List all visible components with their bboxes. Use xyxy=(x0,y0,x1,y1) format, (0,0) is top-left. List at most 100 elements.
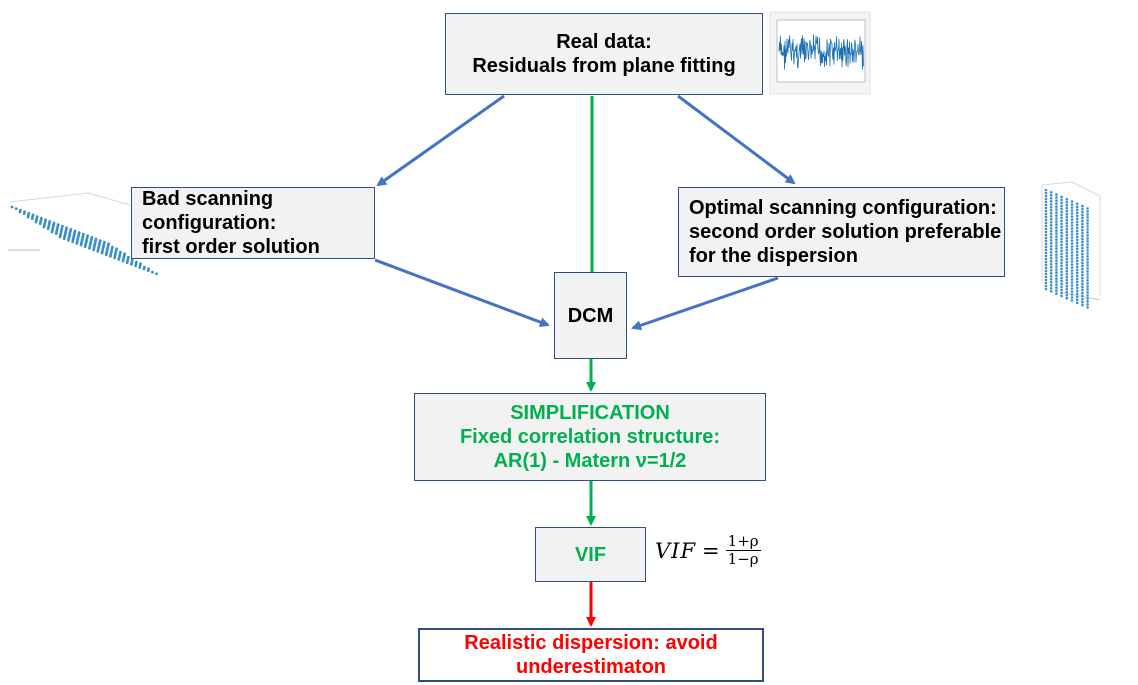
point-cloud-dot xyxy=(1081,228,1084,232)
point-cloud-dot xyxy=(1086,216,1089,219)
point-cloud-dot xyxy=(1044,248,1048,252)
point-cloud-dot xyxy=(1044,224,1048,228)
point-cloud-dot xyxy=(1070,200,1074,203)
point-cloud-dot xyxy=(1065,218,1069,222)
point-cloud-dot xyxy=(1065,296,1069,300)
simplification-box: SIMPLIFICATION Fixed correlation structu… xyxy=(414,393,766,481)
point-cloud-dot xyxy=(1049,212,1053,215)
point-cloud-dot xyxy=(1044,254,1048,258)
point-cloud-dot xyxy=(22,212,26,216)
vif-box: VIF xyxy=(535,527,646,582)
point-cloud-dot xyxy=(1070,284,1074,287)
point-cloud-dot xyxy=(62,237,66,241)
point-cloud-dot xyxy=(1055,289,1058,292)
point-cloud-dot xyxy=(1049,248,1053,251)
point-cloud-dot xyxy=(1086,297,1089,300)
point-cloud-dot xyxy=(1049,281,1053,284)
point-cloud-dot xyxy=(1060,246,1063,250)
point-cloud-dot xyxy=(1044,257,1048,261)
point-cloud-dot xyxy=(151,270,154,274)
point-cloud-dot xyxy=(42,225,46,229)
point-cloud-dot xyxy=(1055,208,1058,211)
point-cloud-dot xyxy=(1086,270,1089,273)
point-cloud-dot xyxy=(38,222,42,226)
point-cloud-dot xyxy=(1086,207,1089,210)
point-cloud-dot xyxy=(1070,251,1074,254)
optimal-config-line3: for the dispersion xyxy=(689,245,858,267)
point-cloud-dot xyxy=(1086,243,1089,246)
point-cloud-dot xyxy=(1065,251,1069,255)
point-cloud-dot xyxy=(1060,228,1063,232)
point-cloud-dot xyxy=(1086,219,1089,222)
point-cloud-dot xyxy=(34,220,38,224)
formula-denominator: 1−ρ xyxy=(727,550,759,568)
point-cloud-dot xyxy=(1060,252,1063,256)
point-cloud-dot xyxy=(1055,232,1058,235)
point-cloud-dot xyxy=(1044,236,1048,240)
point-cloud-dot xyxy=(1086,252,1089,255)
point-cloud-dot xyxy=(1086,228,1089,231)
point-cloud-dot xyxy=(1049,203,1053,206)
point-cloud-dot xyxy=(1049,257,1053,260)
point-cloud-dot xyxy=(1044,197,1048,201)
point-cloud-dot xyxy=(1060,261,1063,265)
point-cloud-dot xyxy=(1075,289,1079,293)
point-cloud-dot xyxy=(1081,258,1084,262)
point-cloud-dot xyxy=(1070,260,1074,263)
point-cloud-dot xyxy=(1055,277,1058,280)
optimal-config-title: Optimal scanning configuration: xyxy=(689,197,997,219)
simplification-line3: AR(1) - Matern ν=1/2 xyxy=(493,450,687,472)
point-cloud-dot xyxy=(1055,202,1058,205)
point-cloud-dot xyxy=(1081,207,1084,211)
point-cloud-dot xyxy=(1070,287,1074,290)
point-cloud-dot xyxy=(1075,283,1079,287)
point-cloud-dot xyxy=(100,251,104,255)
point-cloud-dot xyxy=(1065,245,1069,249)
point-cloud-dot xyxy=(121,259,125,263)
point-cloud-dot xyxy=(1055,253,1058,256)
point-cloud-dot xyxy=(1044,263,1048,267)
point-cloud-dot xyxy=(1075,205,1079,209)
point-cloud-dot xyxy=(1044,281,1048,285)
point-cloud-dot xyxy=(138,266,142,269)
point-cloud-dot xyxy=(1055,241,1058,244)
point-cloud-dot xyxy=(1044,221,1048,225)
point-cloud-dot xyxy=(1065,272,1069,276)
point-cloud-dot xyxy=(1086,303,1089,306)
point-cloud-dot xyxy=(1060,225,1063,229)
point-cloud-dot xyxy=(1086,261,1089,264)
point-cloud-dot xyxy=(1075,232,1079,236)
point-cloud-dot xyxy=(1044,227,1048,231)
point-cloud-dot xyxy=(71,240,74,244)
point-cloud-dot xyxy=(1049,263,1053,266)
point-cloud-dot xyxy=(1055,265,1058,268)
point-cloud-dot xyxy=(1060,240,1063,244)
point-cloud-dot xyxy=(1081,288,1084,292)
point-cloud-dot xyxy=(1086,276,1089,279)
point-cloud-dot xyxy=(1070,266,1074,269)
point-cloud-dot xyxy=(1065,287,1069,291)
point-cloud-dot xyxy=(1060,291,1063,295)
dcm-label: DCM xyxy=(567,304,614,327)
point-cloud-dot xyxy=(14,207,18,211)
point-cloud-dot xyxy=(1086,273,1089,276)
point-cloud-dot xyxy=(1065,224,1069,228)
point-cloud-dot xyxy=(1086,294,1089,297)
point-cloud-dot xyxy=(1044,215,1048,219)
point-cloud-dot xyxy=(1065,215,1069,219)
point-cloud-dot xyxy=(1070,212,1074,215)
point-cloud-dot xyxy=(1086,255,1089,258)
point-cloud-dot xyxy=(1075,250,1079,254)
point-cloud-dot xyxy=(1049,191,1053,194)
arrow-optimal-to-dcm xyxy=(631,276,779,331)
point-cloud-dot xyxy=(30,217,34,221)
result-box: Realistic dispersion: avoid underestimat… xyxy=(418,628,764,682)
point-cloud-dot xyxy=(1044,284,1048,288)
point-cloud-dot xyxy=(1049,269,1053,272)
point-cloud-dot xyxy=(1055,196,1058,199)
point-cloud-dot xyxy=(1055,259,1058,262)
point-cloud-dot xyxy=(1065,290,1069,294)
point-cloud-dot xyxy=(1049,260,1053,263)
point-cloud-dot xyxy=(1070,293,1074,296)
point-cloud-dot xyxy=(1086,246,1089,249)
